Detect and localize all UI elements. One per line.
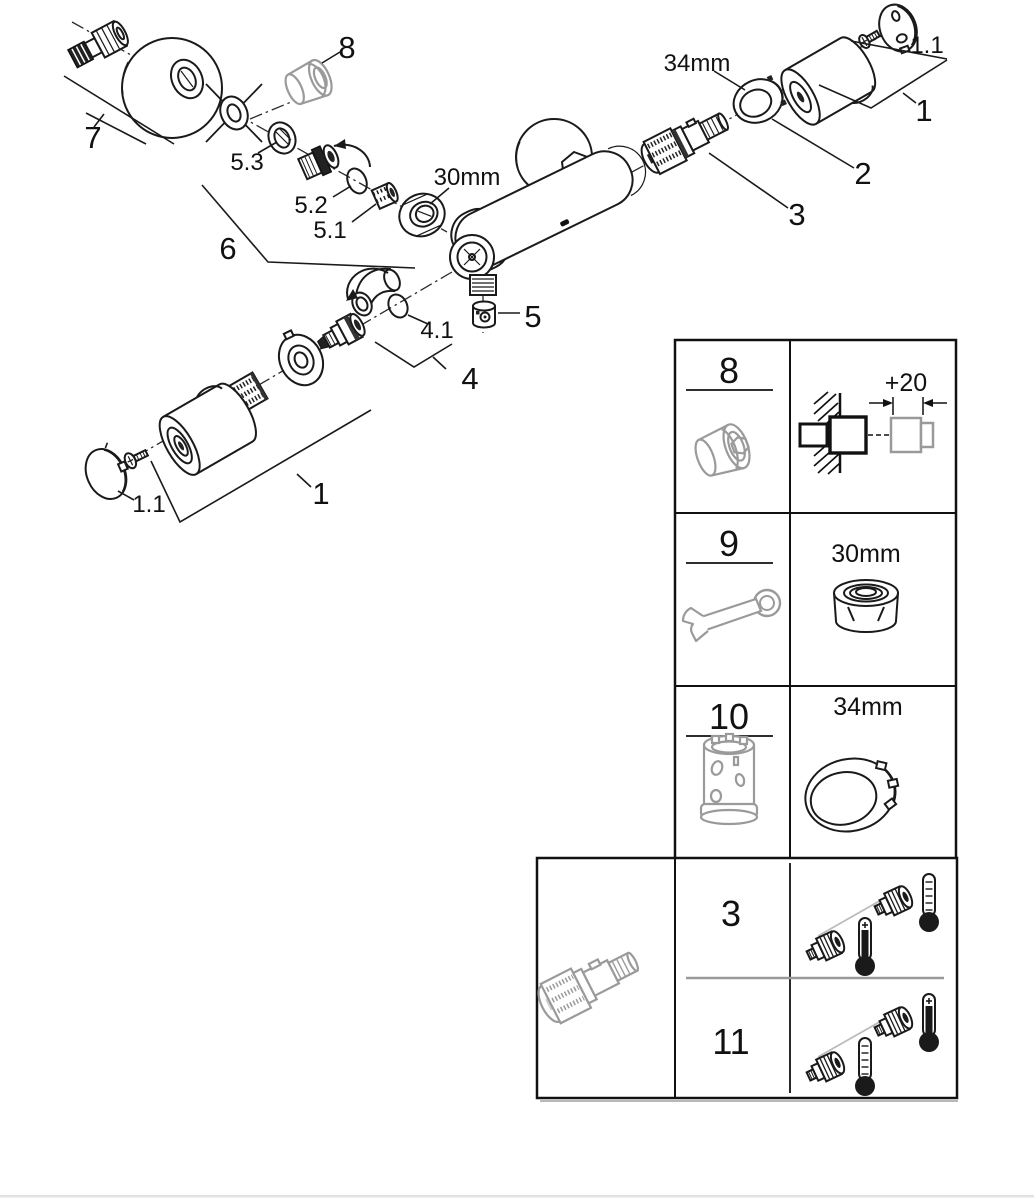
callout-1-1-top: 1.1 [910, 32, 943, 59]
callout-5-3: 5.3 [230, 149, 263, 176]
service-row-8-id: 8 [719, 350, 739, 391]
callout-8: 8 [338, 30, 355, 65]
nut-30mm-icon [833, 579, 899, 633]
callout-2: 2 [854, 156, 871, 191]
o-ring-41 [387, 293, 409, 319]
body-outlet-thread [469, 274, 497, 296]
callout-lines [63, 40, 948, 524]
nut-size-label-30mm: 30mm [831, 540, 900, 568]
service-row-10-id: 10 [709, 696, 749, 737]
cartridge-table: 3 11 [535, 856, 959, 1100]
handle-knob-top [780, 36, 877, 126]
spacer-sleeve-51 [370, 181, 399, 211]
callout-1-top: 1 [915, 93, 932, 128]
callout-3: 3 [788, 197, 805, 232]
cartridge-row-11-id: 11 [712, 1021, 749, 1062]
callout-4: 4 [461, 361, 478, 396]
union-nut-30mm [398, 192, 446, 238]
dim-30mm: 30mm [434, 164, 501, 191]
callout-1-bottom: 1 [312, 476, 329, 511]
seal-washer-burst [205, 83, 263, 143]
handle-flange [277, 329, 325, 387]
wall-escutcheon [121, 37, 223, 139]
page-bottom-rule [0, 1195, 1034, 1198]
check-valve-4 [317, 312, 366, 350]
cartridge-socket-tool-icon [699, 732, 759, 826]
callout-4-1: 4.1 [420, 317, 453, 344]
handle-cap-bottom [84, 442, 130, 500]
callout-7: 7 [84, 120, 101, 155]
outlet-elbow [346, 267, 401, 317]
ring-size-label-34mm: 34mm [833, 693, 902, 721]
body-inlet-face [449, 234, 495, 280]
cartridge-row-3-id: 3 [721, 893, 741, 934]
handle-screw-top [858, 29, 882, 49]
extension-dimension: +20 [885, 369, 927, 397]
check-valve-insert [296, 144, 340, 181]
strainer-gasket [267, 121, 297, 155]
callout-5-2: 5.2 [294, 192, 327, 219]
callout-6: 6 [219, 231, 236, 266]
callout-1-1-bottom: 1.1 [132, 491, 165, 518]
handle-knob-bottom [158, 382, 257, 476]
o-ring-52 [346, 167, 368, 195]
open-end-ring-wrench-icon [681, 588, 782, 643]
ring-nut-2 [732, 74, 787, 124]
ring-34mm-icon [804, 757, 900, 833]
callout-labels: 7 8 5.3 5.2 5.1 6 30mm 34mm 1.1 1 2 3 4.… [84, 30, 943, 518]
cartridge-row-3-icons [802, 873, 940, 977]
callout-5-1: 5.1 [313, 217, 346, 244]
union-nipple [66, 19, 129, 69]
service-table: 8 [673, 338, 958, 861]
wall-extension-adapter-icon [694, 423, 751, 477]
extension-install-diagram: +20 [798, 369, 947, 475]
rotation-arrow [333, 139, 371, 168]
service-row-9-id: 9 [719, 523, 739, 564]
cartridge-row-11-icons [802, 993, 940, 1097]
dim-34mm: 34mm [664, 50, 731, 77]
extension-adapter-ghost [284, 58, 333, 106]
callout-5: 5 [524, 299, 541, 334]
thermostatic-cartridge-icon [537, 951, 640, 1025]
aerator-nut-5 [472, 300, 496, 329]
thermo-cartridge-3 [640, 112, 729, 176]
